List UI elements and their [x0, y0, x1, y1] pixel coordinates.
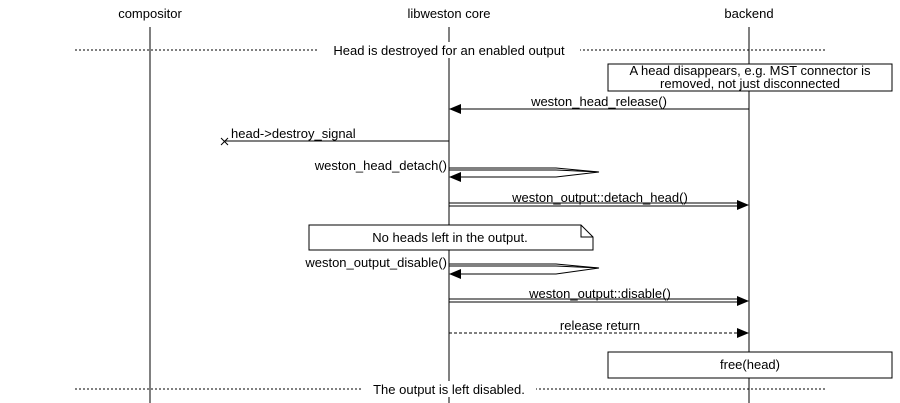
participant-compositor: compositor: [118, 6, 182, 21]
note-free-head-label: free(head): [720, 357, 780, 372]
msg-output-disable-arrowhead: [449, 269, 461, 279]
msg-output-disable-label: weston_output_disable(): [304, 255, 447, 270]
divider-bottom-label: The output is left disabled.: [373, 382, 525, 397]
note-free-head: [607, 351, 893, 379]
msg-head-detach-label: weston_head_detach(): [314, 158, 447, 173]
msg-disable-arrowhead: [737, 296, 749, 306]
msg-detach-head-label: weston_output::detach_head(): [511, 190, 688, 205]
msg-head-detach-arrowhead: [449, 172, 461, 182]
msg-head-release-arrowhead: [449, 104, 461, 114]
lost-message-x-icon-b: [220, 137, 229, 146]
msg-destroy-signal-label: head->destroy_signal: [231, 126, 356, 141]
msg-disable-label: weston_output::disable(): [528, 286, 671, 301]
msg-head-detach-self-line: [449, 167, 600, 178]
note-head-disappears-line1: A head disappears, e.g. MST connector is: [629, 63, 871, 78]
msg-detach-head-arrowhead: [737, 200, 749, 210]
msg-release-return-label: release return: [560, 318, 640, 333]
note-no-heads: [308, 224, 594, 251]
msg-release-return-arrowhead: [737, 328, 749, 338]
note-head-disappears-line2: removed, not just disconnected: [660, 76, 840, 91]
participant-libweston-core: libweston core: [407, 6, 490, 21]
participant-backend: backend: [724, 6, 773, 21]
note-no-heads-label: No heads left in the output.: [372, 230, 527, 245]
divider-top-label: Head is destroyed for an enabled output: [333, 43, 565, 58]
note-head-disappears: [607, 63, 893, 92]
msg-head-release-label: weston_head_release(): [530, 94, 667, 109]
